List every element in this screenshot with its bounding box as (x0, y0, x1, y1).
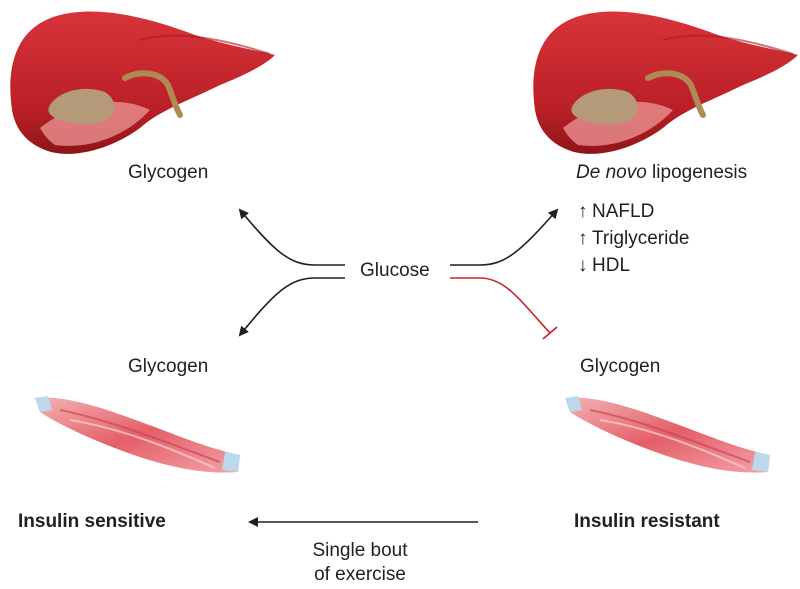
effect-nafld: ↑NAFLD (578, 201, 654, 223)
glucose-label: Glucose (360, 260, 430, 281)
arrow-glucose-to-muscle-glycogen (238, 277, 345, 337)
insulin-sensitive-label: Insulin sensitive (18, 511, 166, 532)
effect-text: NAFLD (592, 201, 655, 222)
liver-right-icon (533, 11, 798, 154)
inhibited-line-glucose-to-muscle-glycogen (450, 277, 551, 334)
muscle-left-icon (35, 396, 240, 473)
exercise-label-line1: Single bout (312, 540, 408, 561)
effect-text: HDL (592, 255, 631, 276)
muscle-right-icon (565, 396, 770, 473)
up-arrow-icon: ↑ (578, 228, 588, 249)
liver-left-icon (10, 11, 276, 154)
effect-hdl: ↓HDL (578, 255, 630, 277)
arrow-glucose-to-liver-glycogen (238, 208, 345, 266)
muscle-left-glycogen-label: Glycogen (128, 356, 209, 377)
insulin-resistant-label: Insulin resistant (574, 511, 720, 532)
lipogenesis-italic: De novo (576, 162, 647, 183)
down-arrow-icon: ↓ (578, 255, 588, 276)
arrow-glucose-to-lipogenesis (450, 208, 559, 266)
exercise-label-line2: of exercise (314, 564, 406, 585)
up-arrow-icon: ↑ (578, 201, 588, 222)
inhibition-bar (542, 326, 558, 340)
effect-triglyceride: ↑Triglyceride (578, 228, 690, 250)
effect-text: Triglyceride (592, 228, 690, 249)
liver-left-glycogen-label: Glycogen (128, 162, 209, 183)
muscle-right-glycogen-label: Glycogen (580, 356, 661, 377)
lipogenesis-label: De novo lipogenesis (576, 162, 747, 184)
lipogenesis-rest: lipogenesis (646, 162, 748, 183)
